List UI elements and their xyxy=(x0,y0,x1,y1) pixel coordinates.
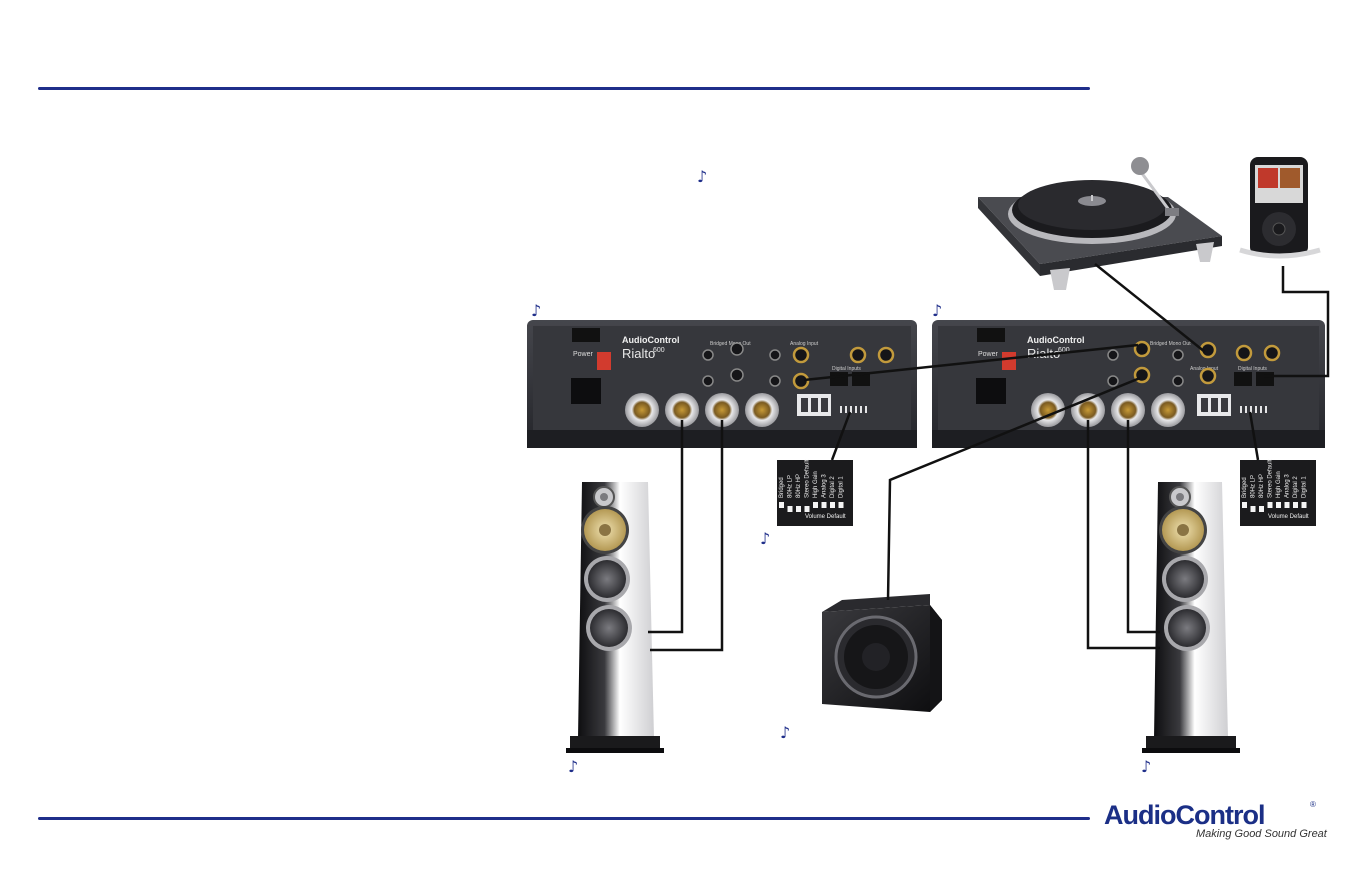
top-rule xyxy=(38,87,1090,90)
amp2-model-suffix: 600 xyxy=(1058,347,1070,354)
dip-switch-label: Digital 1 xyxy=(839,476,845,498)
brand-tagline: Making Good Sound Great xyxy=(1196,828,1327,840)
dip-switch xyxy=(1301,502,1307,508)
amp1-digital-inputs-label: Digital Inputs xyxy=(832,366,861,372)
dip-switch-label: Digital 2 xyxy=(1293,476,1299,498)
amplifier-left: Power AudioControl Rialto 600 Bridged Mo… xyxy=(527,320,917,448)
bottom-rule xyxy=(38,817,1090,820)
amp2-model-label: Rialto xyxy=(1027,346,1060,361)
amp1-brand-label: AudioControl xyxy=(622,335,680,345)
note-icon: ♪ xyxy=(568,757,578,776)
note-icon: ♪ xyxy=(760,529,770,548)
amp1-power-label: Power xyxy=(573,351,594,358)
dip-switch xyxy=(1284,502,1290,508)
amp1-analog-input-label: Analog Input xyxy=(790,341,819,347)
dip-switch xyxy=(1250,506,1256,512)
dip-switch xyxy=(779,502,784,508)
dip1-footer: Volume Default xyxy=(805,514,846,520)
dip-switch-label: Stereo Default xyxy=(1268,459,1274,498)
wiring xyxy=(648,263,1330,652)
dip-switch xyxy=(1267,502,1273,508)
dip-switch-label: Analog 3 xyxy=(1285,474,1291,498)
dip-switch-label: High Gain xyxy=(1276,471,1282,498)
dip-switch-label: Analog 3 xyxy=(822,474,828,498)
dip-switch xyxy=(804,506,810,512)
dip-switch-label: Digital 2 xyxy=(830,476,836,498)
dip-switch xyxy=(838,502,844,508)
dip-switch xyxy=(813,502,818,508)
amplifier-right: Power AudioControl Rialto 600 Bridged Mo… xyxy=(932,320,1325,448)
dip-switch-label: Bridged xyxy=(779,477,785,498)
dip-switch-label: 80Hz LP xyxy=(788,475,794,498)
brand-name: AudioControl xyxy=(1104,800,1265,830)
dip-switch xyxy=(1293,502,1298,508)
note-icon: ♪ xyxy=(1141,757,1151,776)
amp2-brand-label: AudioControl xyxy=(1027,335,1085,345)
dip2-footer: Volume Default xyxy=(1268,514,1309,520)
sound-notes: ♪ ♪ ♪ ♪ ♪ ♪ ♪ xyxy=(531,167,1151,776)
dip-switch xyxy=(787,506,793,512)
amp2-bridged-mono-label: Bridged Mono Out xyxy=(1150,341,1191,347)
dip-switch xyxy=(821,502,827,508)
note-icon: ♪ xyxy=(932,301,942,320)
amp1-bridged-mono-label: Bridged Mono Out xyxy=(710,341,751,347)
dip-switch xyxy=(1242,502,1247,508)
ipod xyxy=(1239,157,1321,259)
dip-switch-label: 80Hz HP xyxy=(1259,474,1265,498)
registered-mark: ® xyxy=(1310,800,1316,809)
dip-switch-label: High Gain xyxy=(813,471,819,498)
note-icon: ♪ xyxy=(780,723,790,742)
note-icon: ♪ xyxy=(697,167,707,186)
dip-switch xyxy=(1259,506,1264,512)
subwoofer xyxy=(822,594,942,712)
dip-switch xyxy=(796,506,801,512)
amp1-model-suffix: 600 xyxy=(653,347,665,354)
dip-switch-label: 80Hz LP xyxy=(1251,475,1257,498)
amp2-digital-inputs-label: Digital Inputs xyxy=(1238,366,1267,372)
dip-switch-label: 80Hz HP xyxy=(796,474,802,498)
brand-logo: AudioControl ® Making Good Sound Great xyxy=(1104,800,1327,840)
note-icon: ♪ xyxy=(531,301,541,320)
dip-switch xyxy=(830,502,835,508)
amp1-model-label: Rialto xyxy=(622,346,655,361)
dip-switch-label: Stereo Default xyxy=(805,459,811,498)
dip-switch-label: Bridged xyxy=(1242,477,1248,498)
dip-switch-label: Digital 1 xyxy=(1302,476,1308,498)
turntable xyxy=(978,157,1222,290)
dip-switch xyxy=(1276,502,1281,508)
speaker-left xyxy=(566,482,664,753)
speaker-right xyxy=(1142,482,1240,753)
amp2-power-label: Power xyxy=(978,351,999,358)
